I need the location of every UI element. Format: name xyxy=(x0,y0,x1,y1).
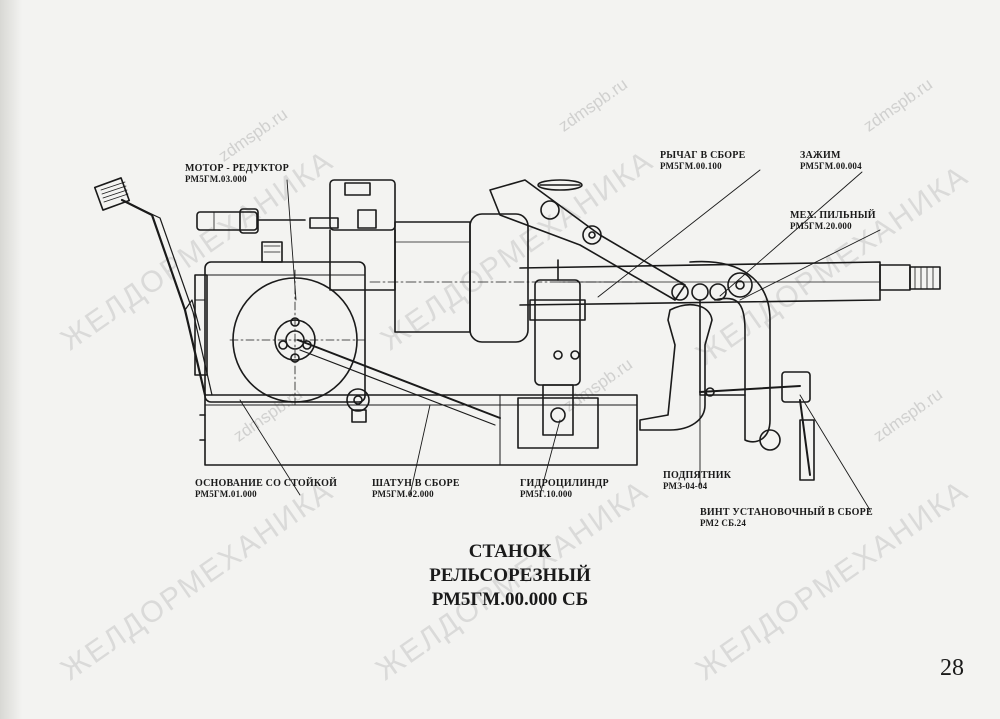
connecting-rod xyxy=(297,339,501,426)
label-lever: РЫЧАГ В СБОРЕ РМ5ГМ.00.100 xyxy=(660,150,745,172)
label-motor-reducer: МОТОР - РЕДУКТОР РМ5ГМ.03.000 xyxy=(185,163,289,185)
label-screw-name: ВИНТ УСТАНОВОЧНЫЙ В СБОРЕ xyxy=(700,507,873,518)
title-line-3: РМ5ГМ.00.000 СБ xyxy=(431,589,589,610)
base-frame xyxy=(199,394,638,466)
label-base-name: ОСНОВАНИЕ СО СТОЙКОЙ xyxy=(195,478,338,489)
label-lever-code: РМ5ГМ.00.100 xyxy=(660,161,722,171)
label-motor-name: МОТОР - РЕДУКТОР xyxy=(185,163,289,174)
label-clamp: ЗАЖИМ РМ5ГМ.00.004 xyxy=(800,150,862,172)
label-adjusting-screw: ВИНТ УСТАНОВОЧНЫЙ В СБОРЕ РМ2 СБ.24 xyxy=(700,507,873,529)
label-clamp-code: РМ5ГМ.00.004 xyxy=(800,161,862,171)
label-hydraulic-cylinder: ГИДРОЦИЛИНДР РМ5Г.10.000 xyxy=(520,478,609,500)
label-saw-mechanism: МЕХ. ПИЛЬНЫЙ РМ5ГМ.20.000 xyxy=(790,210,876,232)
hydraulic-cylinder xyxy=(517,259,599,449)
page-edge-shadow xyxy=(0,0,22,719)
label-motor-code: РМ5ГМ.03.000 xyxy=(185,174,247,184)
label-rod-name: ШАТУН В СБОРЕ xyxy=(372,478,460,489)
label-bearing-name: ПОДПЯТНИК xyxy=(663,470,732,481)
label-screw-code: РМ2 СБ.24 xyxy=(700,518,747,528)
adjusting-screw xyxy=(699,371,815,481)
label-bearing: ПОДПЯТНИК РМЗ-04-04 xyxy=(663,470,731,492)
label-lever-name: РЫЧАГ В СБОРЕ xyxy=(660,150,746,161)
label-saw-name: МЕХ. ПИЛЬНЫЙ xyxy=(790,210,876,221)
label-rod-code: РМ5ГМ.02.000 xyxy=(372,489,434,499)
leader-lines xyxy=(239,169,881,511)
title-line-1: СТАНОК xyxy=(468,541,552,562)
label-bearing-code: РМЗ-04-04 xyxy=(663,481,708,491)
label-base-code: РМ5ГМ.01.000 xyxy=(195,489,257,499)
label-cylinder-code: РМ5Г.10.000 xyxy=(520,489,573,499)
flywheel xyxy=(229,269,366,406)
label-clamp-name: ЗАЖИМ xyxy=(800,150,841,161)
motor-unit xyxy=(309,179,641,343)
title-line-2: РЕЛЬСОРЕЗНЫЙ xyxy=(429,565,591,586)
label-connecting-rod: ШАТУН В СБОРЕ РМ5ГМ.02.000 xyxy=(372,478,460,500)
label-saw-code: РМ5ГМ.20.000 xyxy=(790,221,852,231)
drawing-title: СТАНОК РЕЛЬСОРЕЗНЫЙ РМ5ГМ.00.000 СБ xyxy=(380,540,640,612)
rail-profile xyxy=(639,304,713,431)
page-number: 28 xyxy=(940,655,964,681)
clamp-body xyxy=(689,260,781,451)
small-cylinder xyxy=(196,208,306,234)
gear-housing xyxy=(194,241,366,403)
label-cylinder-name: ГИДРОЦИЛИНДР xyxy=(520,478,609,489)
lever-assembly xyxy=(489,179,727,301)
label-base: ОСНОВАНИЕ СО СТОЙКОЙ РМ5ГМ.01.000 xyxy=(195,478,337,500)
